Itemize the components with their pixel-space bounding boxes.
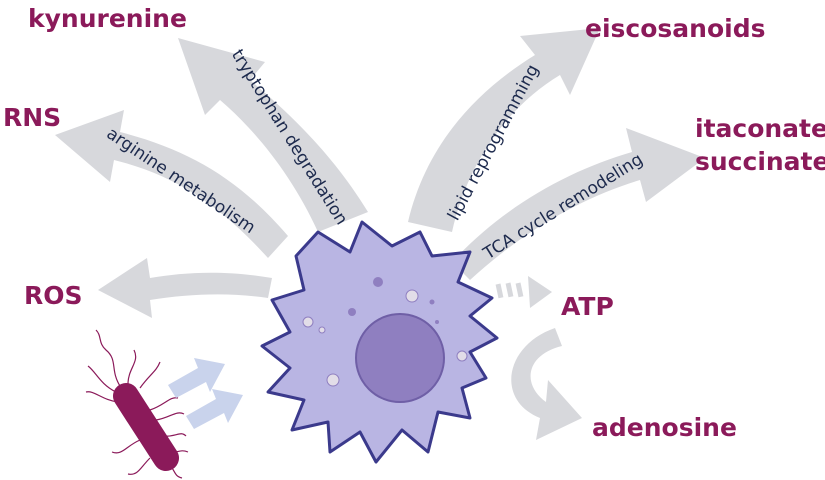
atp-to-adenosine-arrow	[511, 328, 582, 440]
label-atp: ATP	[561, 292, 614, 321]
vesicle	[405, 289, 419, 303]
signal-arrows	[168, 358, 243, 429]
nucleus	[355, 313, 445, 403]
vesicle	[429, 299, 435, 305]
vesicle	[373, 277, 383, 287]
label-ros: ROS	[24, 281, 83, 310]
label-eiscosanoids: eiscosanoids	[585, 14, 765, 43]
arginine-arrow	[55, 110, 288, 258]
bacterium	[85, 329, 189, 479]
label-tca-cycle-remodeling: TCA cycle remodeling	[479, 150, 646, 265]
label-succinate: succinate	[695, 147, 825, 176]
tca-arrow	[452, 128, 705, 280]
label-arginine-metabolism: arginine metabolism	[103, 124, 259, 238]
lipid-arrow	[408, 28, 600, 232]
vesicle	[348, 308, 356, 316]
vesicle	[302, 316, 314, 328]
label-rns: RNS	[3, 103, 61, 132]
vesicle	[435, 320, 439, 324]
atp-dashed-arrow	[495, 276, 552, 308]
ros-arrow	[98, 258, 272, 318]
tryptophan-arrow	[178, 38, 368, 232]
label-adenosine: adenosine	[592, 413, 737, 442]
vesicle	[318, 326, 326, 334]
label-itaconate: itaconate	[695, 114, 825, 143]
label-kynurenine: kynurenine	[28, 4, 187, 33]
vesicle	[326, 373, 340, 387]
vesicle	[456, 350, 468, 362]
